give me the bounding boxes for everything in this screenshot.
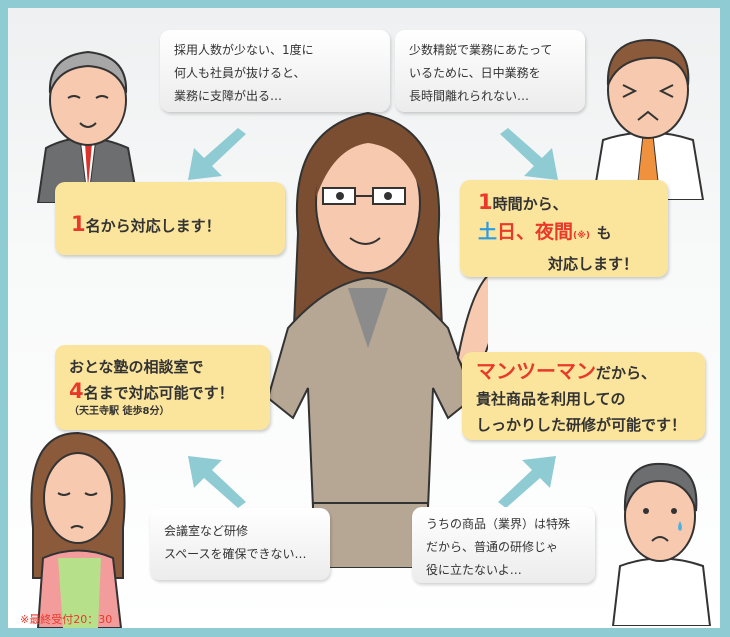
worry-bubble-top-left: 採用人数が少ない、1度に 何人も社員が抜けると、 業務に支障が出る… (160, 30, 390, 112)
answer-text: 名から対応します！ (85, 217, 221, 235)
arrow-up-right-icon (498, 456, 556, 508)
worry-line: 会議室など研修 (164, 524, 249, 538)
worry-line: 少数精鋭で業務にあたって (409, 43, 553, 57)
troubled-man-illustration (611, 462, 712, 626)
worry-line: 採用人数が少ない、1度に (174, 43, 314, 57)
arrow-down-right-icon (500, 128, 558, 180)
worry-bubble-top-right: 少数精鋭で業務にあたって いるために、日中業務を 長時間離れられない… (395, 30, 585, 112)
answer-bubble-one-person: 1名から対応します！ (55, 182, 285, 255)
worry-line: いるために、日中業務を (409, 66, 541, 80)
weekend-saturday: 土 (478, 221, 498, 243)
answer-bubble-consult-room: おとな塾の相談室で 4名まで対応可能です！ （天王寺駅 徒歩8分） (55, 345, 270, 430)
office-man-illustration (591, 38, 705, 200)
access-note: （天王寺駅 徒歩8分） (69, 406, 170, 417)
arrow-down-left-icon (188, 128, 246, 180)
arrow-up-left-icon (188, 456, 246, 508)
answer-text: 貴社商品を利用しての (476, 390, 626, 408)
answer-text: 時間から、 (492, 195, 568, 213)
worry-line: うちの商品（業界）は特殊 (426, 517, 571, 531)
highlight-number: 4 (69, 379, 84, 403)
footnote-mark: (※) (573, 231, 591, 241)
worry-line: 業務に支障が出る… (174, 89, 283, 103)
answer-text: おとな塾の相談室で (69, 358, 204, 376)
weekend-sunday: 日、 (497, 221, 536, 243)
answer-text: 対応します！ (548, 255, 639, 273)
answer-text: しっかりした研修が可能です！ (476, 416, 687, 434)
worry-bubble-bottom-right: うちの商品（業界）は特殊 だから、普通の研修じゃ 役に立たないよ… (412, 507, 595, 583)
consultant-woman-illustration (266, 111, 488, 568)
answer-text: も (596, 224, 612, 242)
worry-bubble-bottom-left: 会議室など研修 スペースを確保できない… (150, 508, 330, 580)
highlight-number: 1 (478, 190, 493, 214)
answer-text: だから、 (596, 364, 657, 382)
illustration-panel: 採用人数が少ない、1度に 何人も社員が抜けると、 業務に支障が出る… 少数精鋭で… (8, 8, 720, 628)
answer-bubble-one-on-one: マンツーマンだから、 貴社商品を利用しての しっかりした研修が可能です！ (462, 352, 705, 440)
footnote: ※最終受付20：30 (20, 613, 113, 626)
worried-woman-illustration (30, 431, 126, 628)
worry-line: 何人も社員が抜けると、 (174, 66, 306, 80)
night-label: 夜間 (535, 221, 574, 243)
answer-text: 名まで対応可能です！ (83, 384, 234, 402)
worry-line: 役に立たないよ… (426, 563, 522, 577)
highlight-mantoman: マンツーマン (476, 359, 596, 383)
worry-line: 長時間離れられない… (409, 89, 530, 103)
older-man-illustration (36, 50, 140, 203)
answer-bubble-hours: 1時間から、 土日、夜間(※) も 対応します！ (460, 180, 668, 277)
worry-line: だから、普通の研修じゃ (426, 540, 559, 554)
highlight-number: 1 (71, 212, 86, 236)
worry-line: スペースを確保できない… (164, 547, 307, 561)
